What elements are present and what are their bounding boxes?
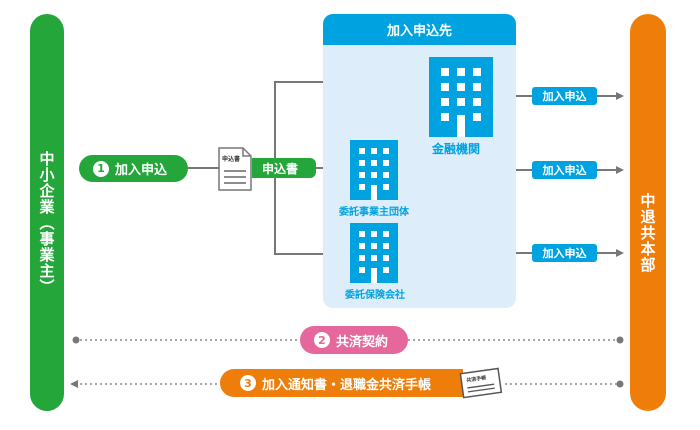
building-icon [350, 223, 398, 283]
hq-pillar: 中退共本部 [630, 14, 666, 411]
output-tag-insurer: 加入申込 [532, 244, 597, 262]
arrow-to-insurer [274, 178, 342, 258]
step-number-badge: 1 [93, 160, 109, 177]
insurer-label: 委託保険会社 [345, 290, 405, 301]
destination-title: 加入申込先 [323, 14, 516, 45]
handbook-icon-label: 共済手帳 [466, 374, 487, 384]
step-1-pill: 1 加入申込 [79, 155, 188, 182]
hq-label: 中退共本部 [638, 192, 657, 273]
bank-label: 金融機関 [432, 142, 481, 156]
building-icon [429, 57, 493, 137]
form-tag: 申込書 [252, 158, 316, 178]
arrowhead-step3-left [70, 380, 78, 388]
step-number-badge: 2 [314, 332, 330, 348]
dot-step3-right [616, 380, 624, 388]
dot-step2-left [72, 336, 80, 344]
document-icon-label: 申込書 [222, 155, 240, 163]
employer-pillar: 中小企業（事業主） [30, 14, 64, 411]
employer-label: 中小企業（事業主） [37, 150, 56, 295]
step-2-pill: 2 共済契約 [300, 326, 408, 354]
step-1-label: 加入申込 [115, 163, 168, 178]
step-3-label: 加入通知書・退職金共済手帳 [262, 377, 432, 393]
dot-step2-right [616, 336, 624, 344]
document-icon: 申込書 [218, 147, 252, 191]
building-icon [350, 140, 398, 200]
employer-org-label: 委託事業主団体 [339, 207, 409, 218]
step-3-pill: 3 加入通知書・退職金共済手帳 [220, 369, 463, 397]
step-2-label: 共済契約 [336, 334, 389, 350]
output-tag-employer-org: 加入申込 [532, 161, 597, 179]
output-tag-bank: 加入申込 [532, 87, 597, 105]
step-number-badge: 3 [240, 375, 256, 391]
handbook-icon: 共済手帳 [459, 367, 503, 399]
